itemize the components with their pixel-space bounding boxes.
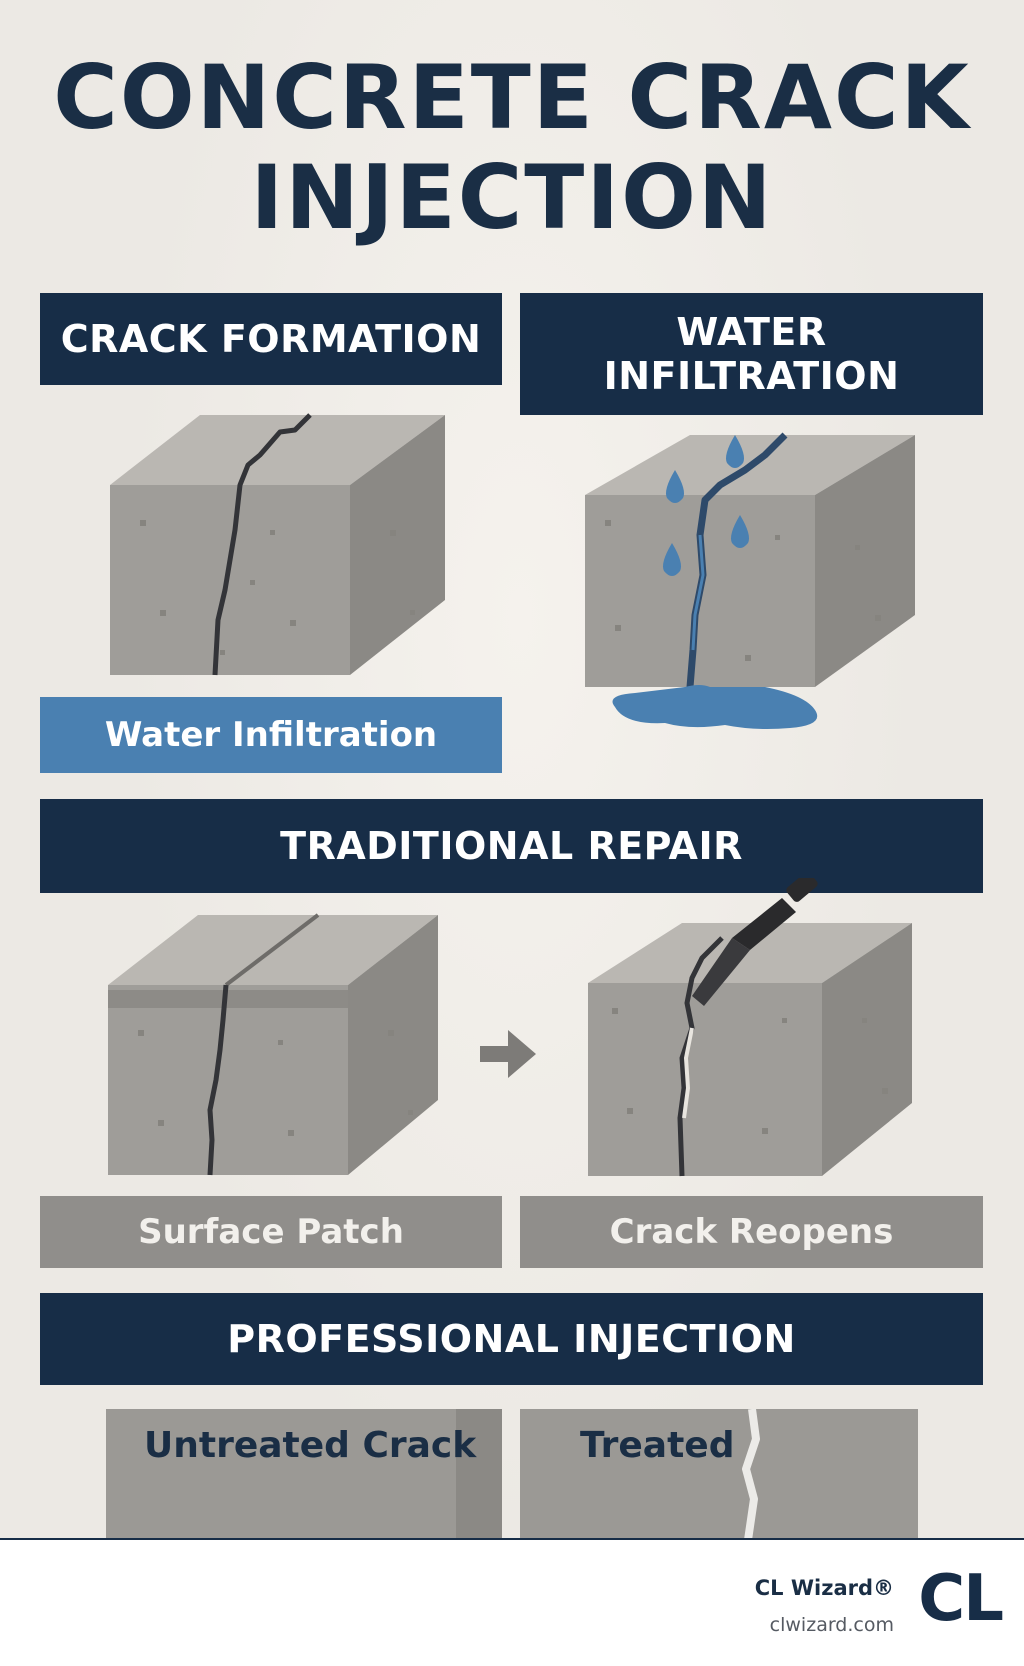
crack-formation-heading: CRACK FORMATION <box>40 293 502 385</box>
concrete-block-icon-reopen <box>588 878 912 1177</box>
treated-label: Treated <box>580 1425 735 1466</box>
water-infiltration-heading: WATER INFILTRATION <box>520 293 983 415</box>
professional-injection-heading: PROFESSIONAL INJECTION <box>40 1293 983 1385</box>
page-title: CONCRETE CRACK INJECTION <box>53 46 971 249</box>
untreated-crack-panel: Untreated Crack <box>106 1409 502 1540</box>
crack-icon <box>212 413 312 676</box>
treated-panel: Treated <box>520 1409 918 1540</box>
untreated-crack-label: Untreated Crack <box>144 1425 477 1466</box>
traditional-repair-heading: TRADITIONAL REPAIR <box>40 799 983 893</box>
footer: CL Wizard® clwizard.com CL <box>0 1538 1024 1666</box>
concrete-block-icon-patch <box>108 913 438 1176</box>
concrete-block-icon <box>110 413 445 676</box>
arrow-right-icon <box>480 1030 536 1078</box>
water-infiltration-caption: Water Infiltration <box>40 697 502 773</box>
surface-patch-caption: Surface Patch <box>40 1196 502 1268</box>
water-drop-icon <box>663 435 749 576</box>
concrete-block-icon-water <box>585 432 915 729</box>
cl-logo: CL <box>918 1562 1004 1636</box>
crack-reopens-caption: Crack Reopens <box>520 1196 983 1268</box>
footer-brand: CL Wizard® <box>754 1576 894 1600</box>
footer-url[interactable]: clwizard.com <box>769 1614 894 1636</box>
panel-side-face <box>456 1409 502 1540</box>
injection-gun-icon <box>692 878 818 1006</box>
sealed-crack-icon <box>742 1409 760 1540</box>
